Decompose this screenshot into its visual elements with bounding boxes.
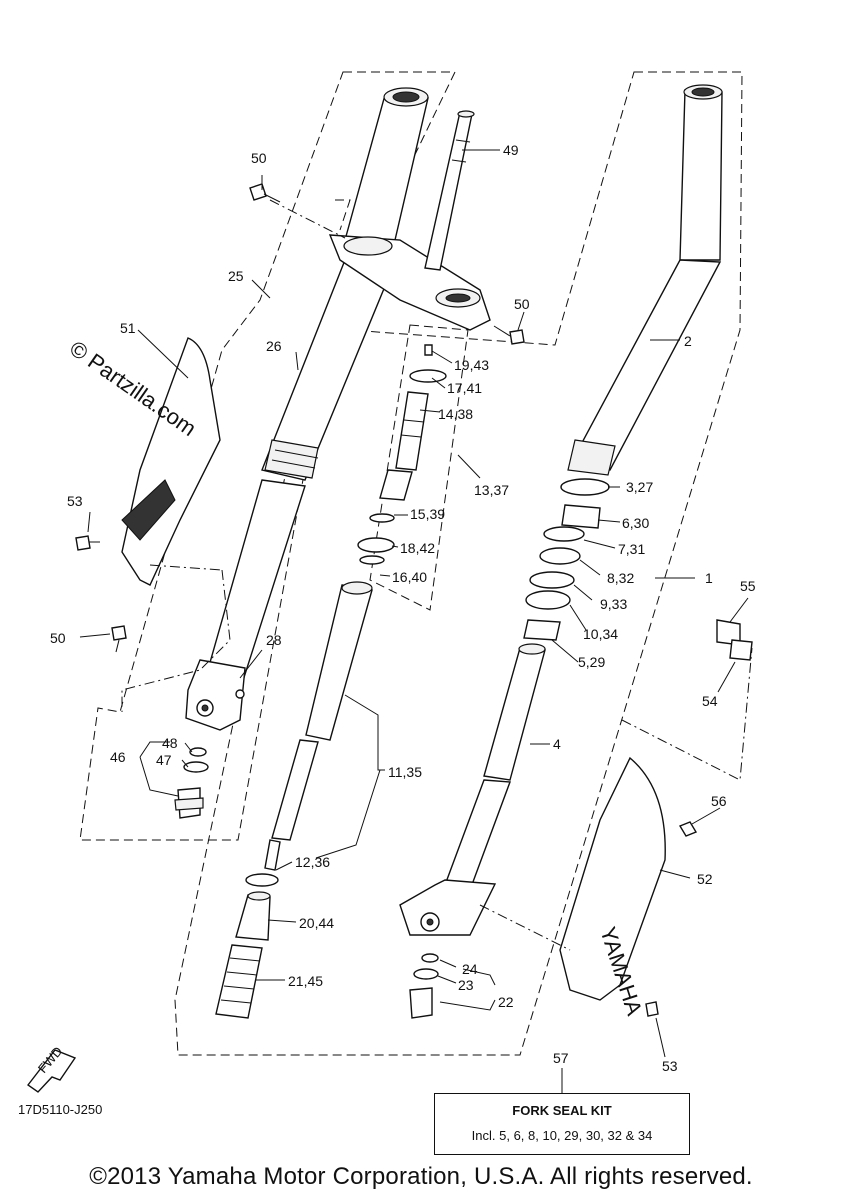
seal-rings	[523, 478, 610, 641]
callout-54: 54	[702, 693, 718, 709]
callout-48: 48	[162, 735, 178, 751]
callout-5-29: 5,29	[578, 654, 605, 670]
callout-51: 51	[120, 320, 136, 336]
callout-24: 24	[462, 961, 478, 977]
callout-22: 22	[498, 994, 514, 1010]
axle-holder-right	[409, 953, 439, 1019]
callout-8-32: 8,32	[607, 570, 634, 586]
upper-triple-clamp	[328, 234, 491, 331]
callout-53-right: 53	[662, 1058, 678, 1074]
leader-lines	[79, 149, 749, 1093]
callout-52: 52	[697, 871, 713, 887]
left-outer-tube	[185, 87, 429, 731]
upper-bracket-outline	[335, 199, 351, 231]
callout-1: 1	[705, 570, 713, 586]
bolt-53-left	[75, 535, 100, 551]
callout-46: 46	[110, 749, 126, 765]
bolt-50-top	[249, 183, 281, 203]
callout-12-36: 12,36	[295, 854, 330, 870]
left-fork-guard	[121, 337, 221, 586]
callout-16-40: 16,40	[392, 569, 427, 585]
bolt-56	[678, 821, 698, 837]
kit-title: FORK SEAL KIT	[512, 1103, 612, 1118]
callout-3-27: 3,27	[626, 479, 653, 495]
callout-17-41: 17,41	[447, 380, 482, 396]
callout-28: 28	[266, 632, 282, 648]
cartridge-components	[357, 344, 447, 565]
centerlines	[121, 199, 753, 951]
fork-seal-kit-box: FORK SEAL KIT Incl. 5, 6, 8, 10, 29, 30,…	[434, 1093, 690, 1155]
callout-50-left: 50	[50, 630, 66, 646]
callout-50-top: 50	[251, 150, 267, 166]
damper-rod	[264, 581, 373, 871]
callout-23: 23	[458, 977, 474, 993]
axle-holder-bolt	[174, 747, 209, 819]
callouts: 1 2 3,27 4 5,29 6,30 7,31 8,32 9,33 10,3…	[50, 142, 756, 1074]
spring-seat-20	[235, 891, 271, 941]
callout-50-right: 50	[514, 296, 530, 312]
callout-49: 49	[503, 142, 519, 158]
bolt-53-right	[645, 1001, 659, 1017]
bolt-50-right	[493, 325, 525, 345]
right-fork-guard: YAMAHA	[559, 756, 666, 1019]
callout-57: 57	[553, 1050, 569, 1066]
callout-25: 25	[228, 268, 244, 284]
bolt-50-lower	[111, 625, 127, 653]
fwd-arrow-icon: FWD	[26, 1044, 77, 1093]
callout-19-43: 19,43	[454, 357, 489, 373]
kit-contents: Incl. 5, 6, 8, 10, 29, 30, 32 & 34	[471, 1128, 653, 1143]
callout-15-39: 15,39	[410, 506, 445, 522]
o-ring-12	[245, 873, 279, 887]
callout-56: 56	[711, 793, 727, 809]
callout-13-37: 13,37	[474, 482, 509, 498]
guard-bracket	[716, 619, 753, 661]
right-inner-tube	[399, 643, 546, 936]
callout-26: 26	[266, 338, 282, 354]
diagram-code: 17D5110-J250	[18, 1102, 102, 1117]
callout-53-left: 53	[67, 493, 83, 509]
callout-10-34: 10,34	[583, 626, 618, 642]
callout-20-44: 20,44	[299, 915, 334, 931]
callout-11-35: 11,35	[388, 764, 422, 780]
callout-6-30: 6,30	[622, 515, 649, 531]
callout-9-33: 9,33	[600, 596, 627, 612]
callout-4: 4	[553, 736, 561, 752]
steering-stem	[424, 110, 475, 271]
copyright-notice: ©2013 Yamaha Motor Corporation, U.S.A. A…	[89, 1163, 753, 1190]
callout-14-38: 14,38	[438, 406, 473, 422]
callout-2: 2	[684, 333, 692, 349]
fork-spring-21	[215, 944, 263, 1019]
callout-47: 47	[156, 752, 172, 768]
right-outer-tube	[567, 84, 723, 476]
callout-55: 55	[740, 578, 756, 594]
callout-7-31: 7,31	[618, 541, 645, 557]
callout-18-42: 18,42	[400, 540, 435, 556]
callout-21-45: 21,45	[288, 973, 323, 989]
